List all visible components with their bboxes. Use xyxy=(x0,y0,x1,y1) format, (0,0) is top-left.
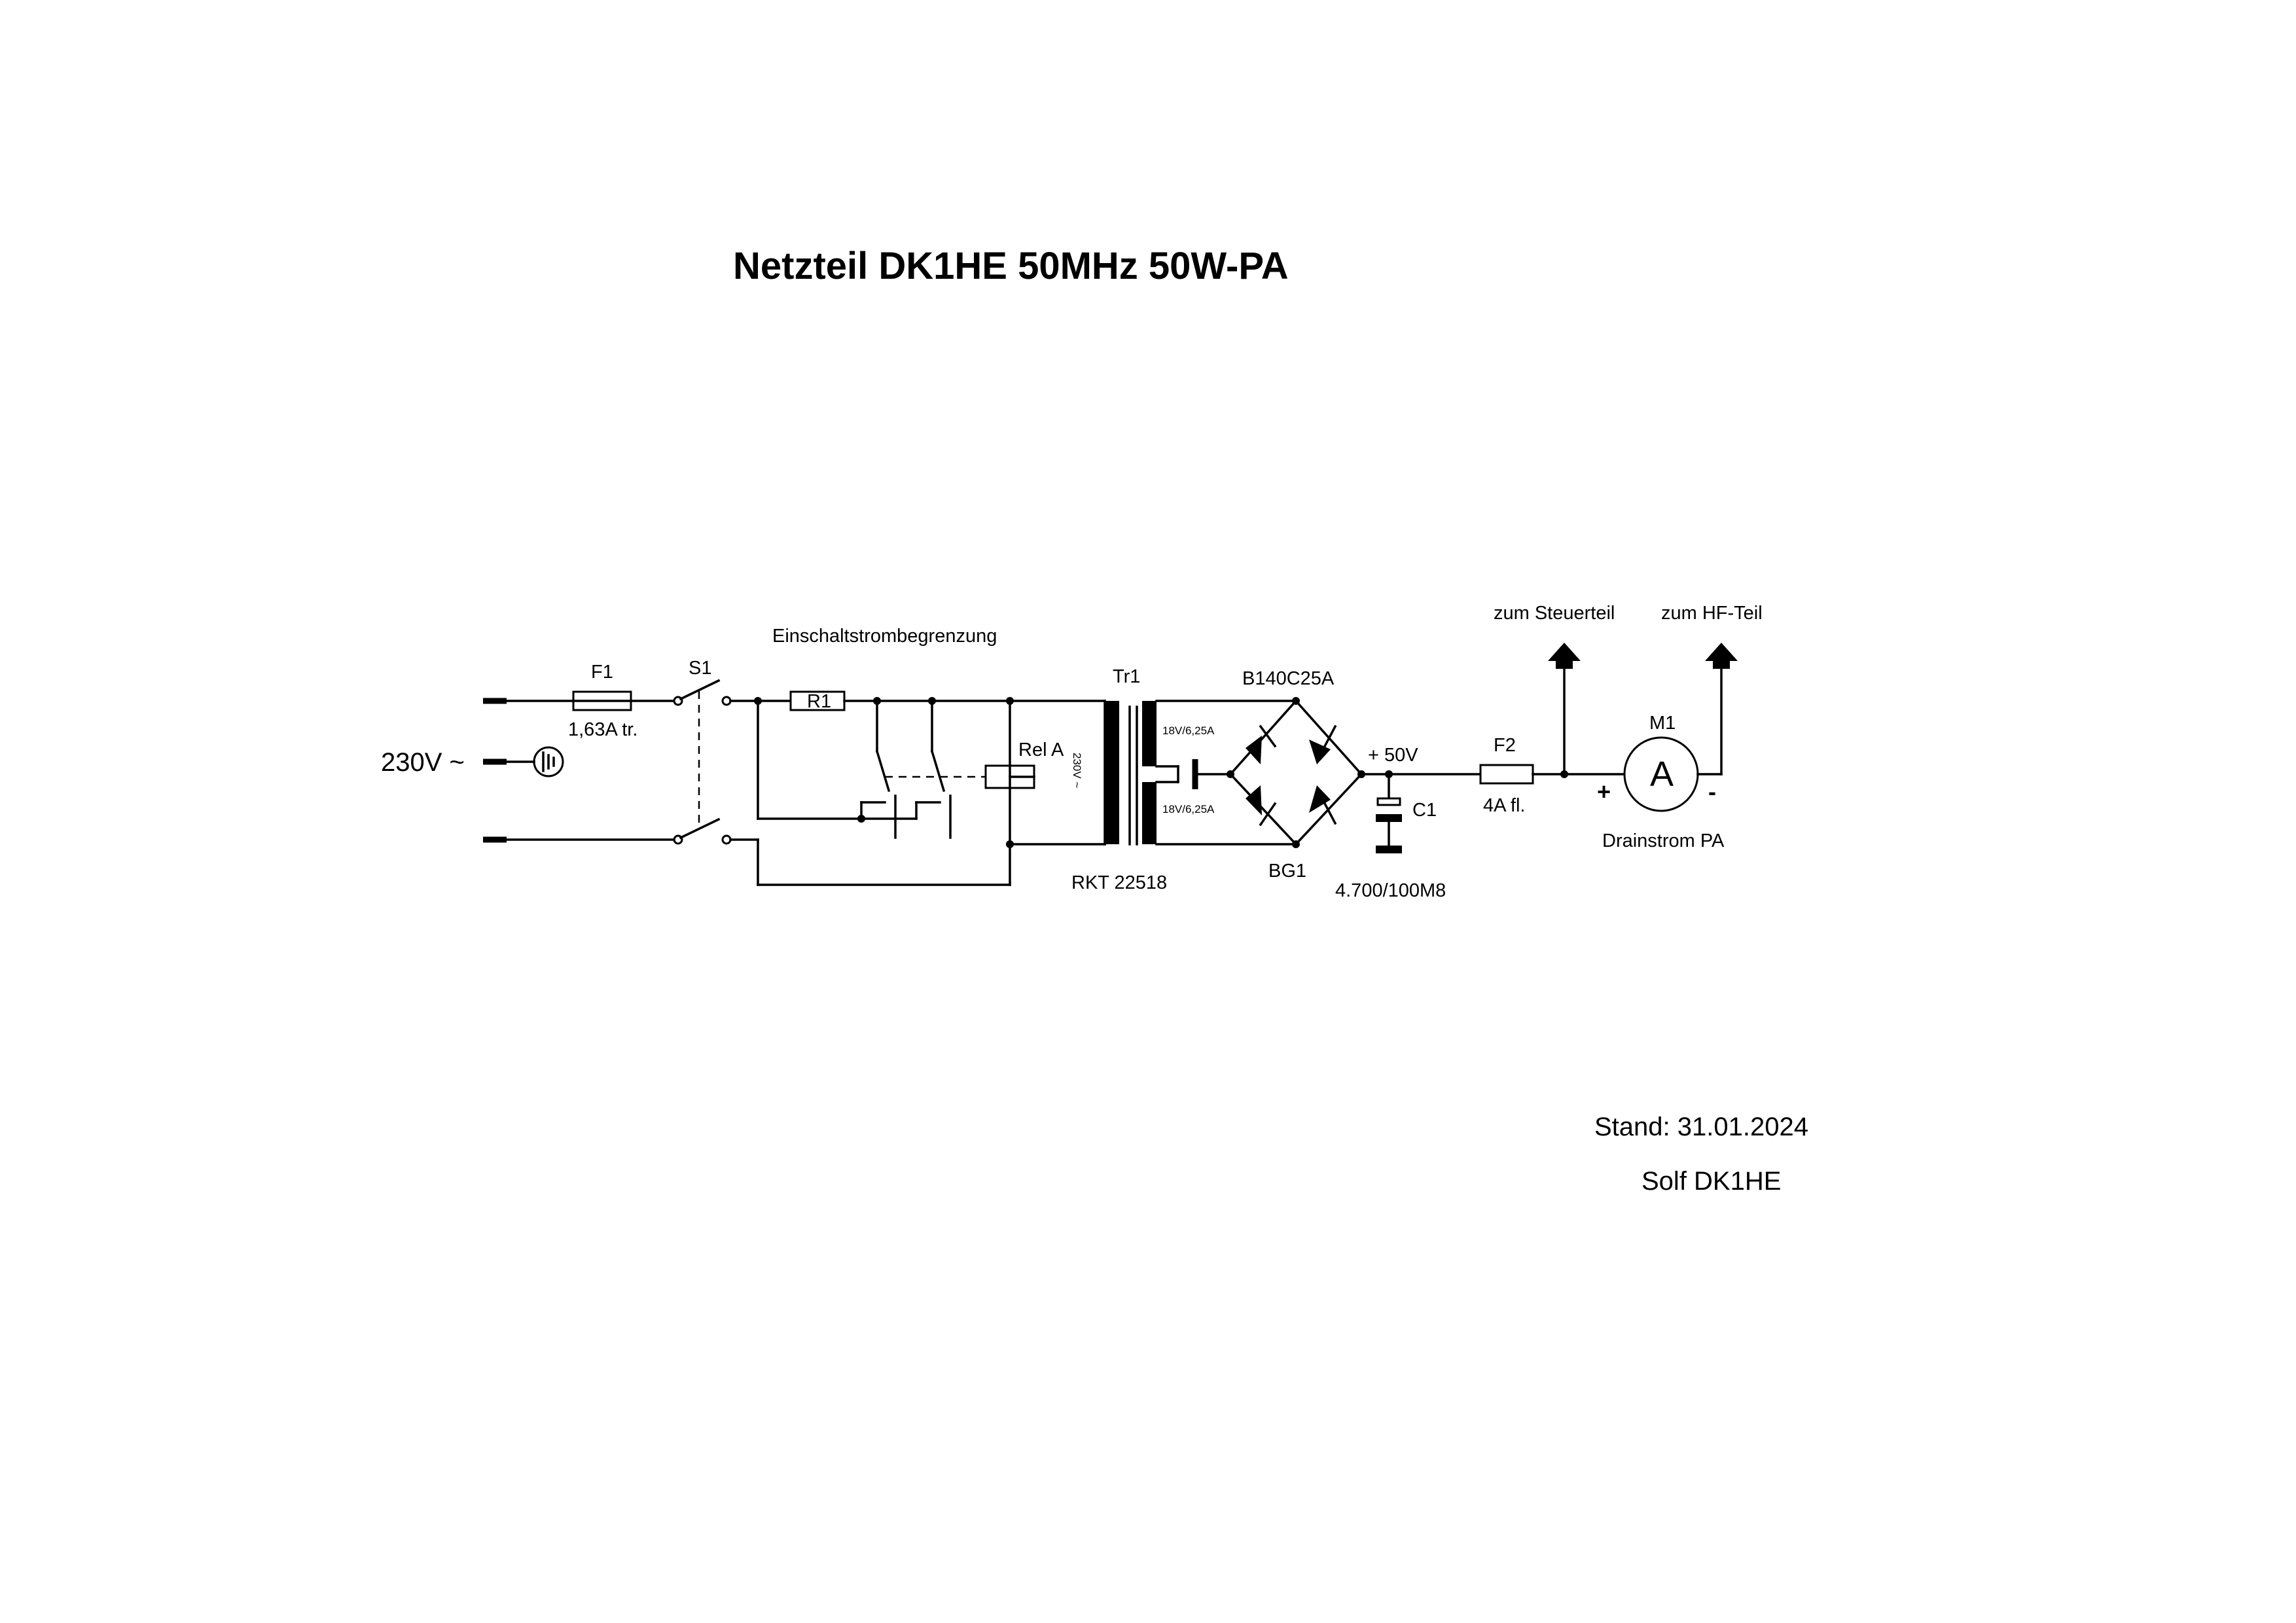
ammeter-m1-label: M1 xyxy=(1649,713,1676,734)
transformer-type-label: RKT 22518 xyxy=(1071,872,1167,893)
resistor-r1 xyxy=(789,690,846,711)
to-control-arrow-icon xyxy=(1548,643,1581,776)
diode-icon xyxy=(1246,785,1262,815)
fuse-f2-label: F2 xyxy=(1494,735,1516,756)
transformer-secondary-top-label: 18V/6,25A xyxy=(1162,724,1215,737)
relay-contacts xyxy=(857,700,952,839)
drain-current-label: Drainstrom PA xyxy=(1602,830,1725,851)
revision-date: Stand: 31.01.2024 xyxy=(1594,1113,1808,1141)
fuse-f1-label: F1 xyxy=(591,662,613,683)
switch-s1-label: S1 xyxy=(689,658,711,679)
author: Solf DK1HE xyxy=(1641,1167,1781,1196)
bridge-rectifier-bg1: B140C25A BG1 xyxy=(1227,668,1365,882)
mains-voltage-label: 230V ~ xyxy=(381,748,465,777)
bridge-type-label: B140C25A xyxy=(1242,668,1335,689)
relay-a-label: Rel A xyxy=(1018,740,1064,760)
resistor-r1-label: R1 xyxy=(807,691,831,712)
capacitor-c1-value: 4.700/100M8 xyxy=(1335,880,1446,901)
transformer-primary-voltage: 230V ~ xyxy=(1071,753,1083,788)
to-hf-label: zum HF-Teil xyxy=(1661,603,1763,624)
diode-icon xyxy=(1246,736,1262,764)
fuse-f2 xyxy=(1479,764,1534,785)
diode-icon xyxy=(1309,785,1331,813)
fuse-f1-value: 1,63A tr. xyxy=(568,719,637,740)
diode-icon xyxy=(1309,740,1331,764)
capacitor-c1-label: C1 xyxy=(1412,800,1437,821)
earth-icon xyxy=(505,746,564,777)
transformer-tr1-label: Tr1 xyxy=(1113,666,1140,687)
output-voltage-label: + 50V xyxy=(1368,745,1418,766)
mains-input: 230V ~ xyxy=(381,698,507,843)
inrush-limiter-label: Einschaltstrombegrenzung xyxy=(772,626,997,647)
capacitor-c1: C1 4.700/100M8 xyxy=(1335,773,1446,901)
ammeter-symbol: A xyxy=(1650,755,1674,794)
to-hf-arrow-icon xyxy=(1705,643,1738,776)
bridge-bg1-label: BG1 xyxy=(1268,861,1306,882)
switch-s1: S1 xyxy=(673,658,732,845)
ammeter-m1: A M1 + - Drainstrom PA xyxy=(1597,713,1725,851)
transformer-tr1: Tr1 230V ~ 18V/6,25A 18V/6,25A RKT 22518 xyxy=(1071,666,1297,893)
to-control-label: zum Steuerteil xyxy=(1494,603,1615,624)
ammeter-plus: + xyxy=(1597,778,1611,805)
transformer-secondary-bottom-label: 18V/6,25A xyxy=(1162,803,1215,815)
page-title: Netzteil DK1HE 50MHz 50W-PA xyxy=(733,245,1289,287)
ammeter-minus: - xyxy=(1708,778,1716,805)
fuse-f2-value: 4A fl. xyxy=(1483,795,1526,816)
